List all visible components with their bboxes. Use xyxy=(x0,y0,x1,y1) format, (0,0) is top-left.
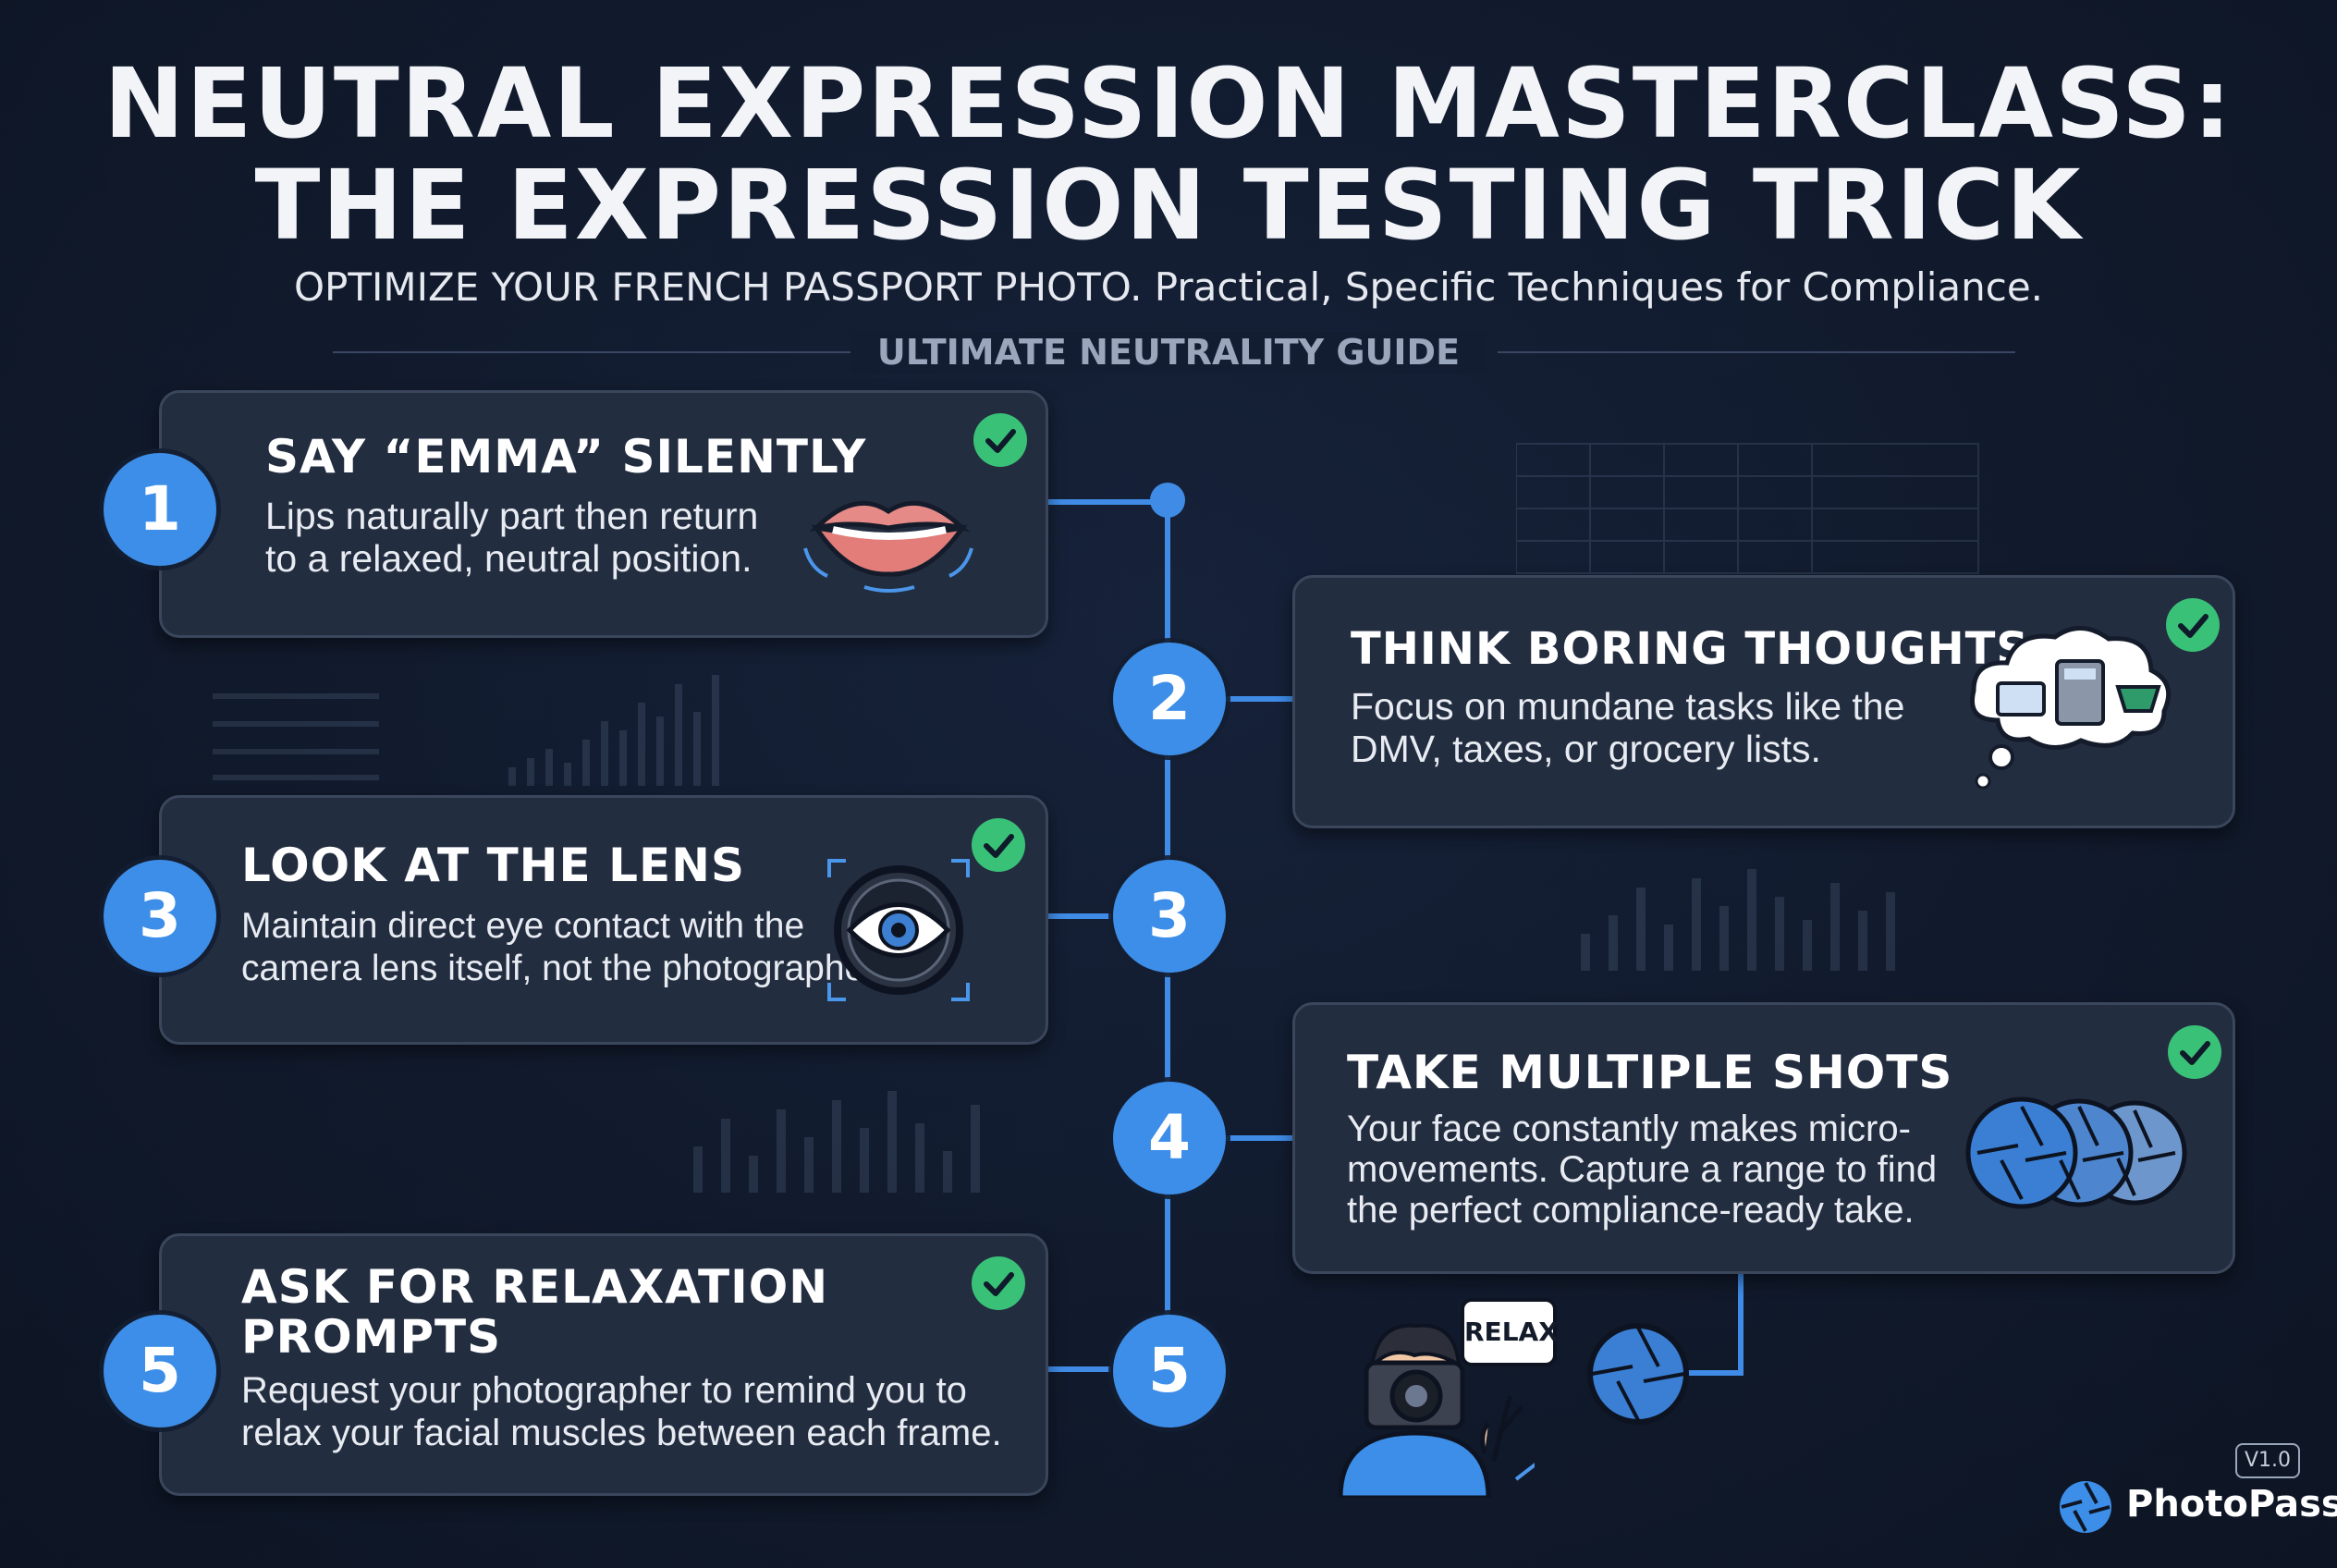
photopass-logo-icon xyxy=(2060,1481,2111,1533)
connector-step-1 xyxy=(1043,499,1168,505)
step-4-badge: 4 xyxy=(1113,1082,1226,1194)
step-1-title: SAY “EMMA” SILENTLY xyxy=(265,430,867,484)
step-4-title: TAKE MULTIPLE SHOTS xyxy=(1347,1046,1953,1099)
page-subtitle: OPTIMIZE YOUR FRENCH PASSPORT PHOTO. Pra… xyxy=(293,264,2044,310)
timeline-badge-3: 3 xyxy=(1113,860,1226,973)
step-5-title-line2: PROMPTS xyxy=(241,1310,502,1364)
step-5-check-icon xyxy=(972,1256,1025,1310)
step-2-title: THINK BORING THOUGHTS xyxy=(1351,623,2029,675)
aperture-icon xyxy=(1965,1096,2187,1209)
step-card-2: THINK BORING THOUGHTS Focus on mundane t… xyxy=(1292,575,2235,828)
step-1-check-icon xyxy=(973,413,1027,467)
step-3-check-icon xyxy=(972,818,1025,872)
step-3-body-line2: camera lens itself, not the photographer… xyxy=(241,949,885,988)
step-3-body-line1: Maintain direct eye contact with the xyxy=(241,906,805,946)
relax-speech-bubble: RELAX xyxy=(1461,1298,1559,1366)
eye-lens-icon xyxy=(827,859,970,1001)
connector-step-3 xyxy=(1043,913,1111,919)
step-4-body-line3: the perfect compliance-ready take. xyxy=(1347,1190,1915,1231)
background-bars-icon xyxy=(693,1091,980,1193)
step-5-title-line1: ASK FOR RELAXATION xyxy=(241,1260,829,1314)
thought-cloud-icon xyxy=(1970,626,2172,790)
step-2-check-icon xyxy=(2166,598,2220,652)
relax-aperture-icon xyxy=(1587,1323,1689,1425)
connector-relax-horizontal xyxy=(1684,1370,1744,1376)
step-card-3: LOOK AT THE LENS Maintain direct eye con… xyxy=(159,795,1048,1045)
brand-logo: PhotoPass xyxy=(2056,1474,2337,1538)
lips-icon xyxy=(803,500,973,593)
step-5-body-line2: relax your facial muscles between each f… xyxy=(241,1413,1002,1453)
step-1-body-line2: to a relaxed, neutral position. xyxy=(265,537,752,580)
step-2-body-line1: Focus on mundane tasks like the xyxy=(1351,685,1905,728)
page-title-line1: NEUTRAL EXPRESSION MASTERCLASS: xyxy=(104,47,2233,160)
divider-line-right xyxy=(1498,351,2015,353)
step-5-body-line1: Request your photographer to remind you … xyxy=(241,1370,967,1411)
brand-name: PhotoPass xyxy=(2126,1483,2337,1525)
guide-divider: ULTIMATE NEUTRALITY GUIDE xyxy=(314,329,2023,375)
connector-step-4 xyxy=(1226,1135,1292,1141)
background-grid-icon xyxy=(1516,443,1979,574)
step-4-check-icon xyxy=(2168,1025,2221,1079)
step-4-body-line2: movements. Capture a range to find xyxy=(1347,1149,1938,1190)
page-title-line2: THE EXPRESSION TESTING TRICK xyxy=(254,149,2083,262)
step-card-1: SAY “EMMA” SILENTLY Lips naturally part … xyxy=(159,390,1048,638)
connector-step-2 xyxy=(1226,696,1292,702)
version-badge: V1.0 xyxy=(2235,1443,2300,1478)
divider-line-left xyxy=(333,351,850,353)
timeline-badge-5: 5 xyxy=(1113,1315,1226,1427)
step-card-5: ASK FOR RELAXATION PROMPTS Request your … xyxy=(159,1233,1048,1496)
background-chart-icon xyxy=(213,675,719,786)
guide-label: ULTIMATE NEUTRALITY GUIDE xyxy=(850,332,1487,373)
step-1-badge: 1 xyxy=(104,453,216,566)
step-2-body-line2: DMV, taxes, or grocery lists. xyxy=(1351,728,1821,770)
step-3-badge: 3 xyxy=(104,860,216,973)
connector-relax-vertical xyxy=(1738,1268,1744,1376)
step-3-title: LOOK AT THE LENS xyxy=(241,839,745,892)
step-2-badge: 2 xyxy=(1113,643,1226,755)
step-1-body-line1: Lips naturally part then return xyxy=(265,495,759,537)
step-card-4: TAKE MULTIPLE SHOTS Your face constantly… xyxy=(1292,1002,2235,1274)
background-histogram-icon xyxy=(1581,869,1895,971)
step-4-body-line1: Your face constantly makes micro- xyxy=(1347,1109,1911,1149)
connector-step-5 xyxy=(1043,1366,1111,1372)
step-5-badge: 5 xyxy=(104,1315,216,1427)
photographer-icon xyxy=(1338,1323,1535,1498)
